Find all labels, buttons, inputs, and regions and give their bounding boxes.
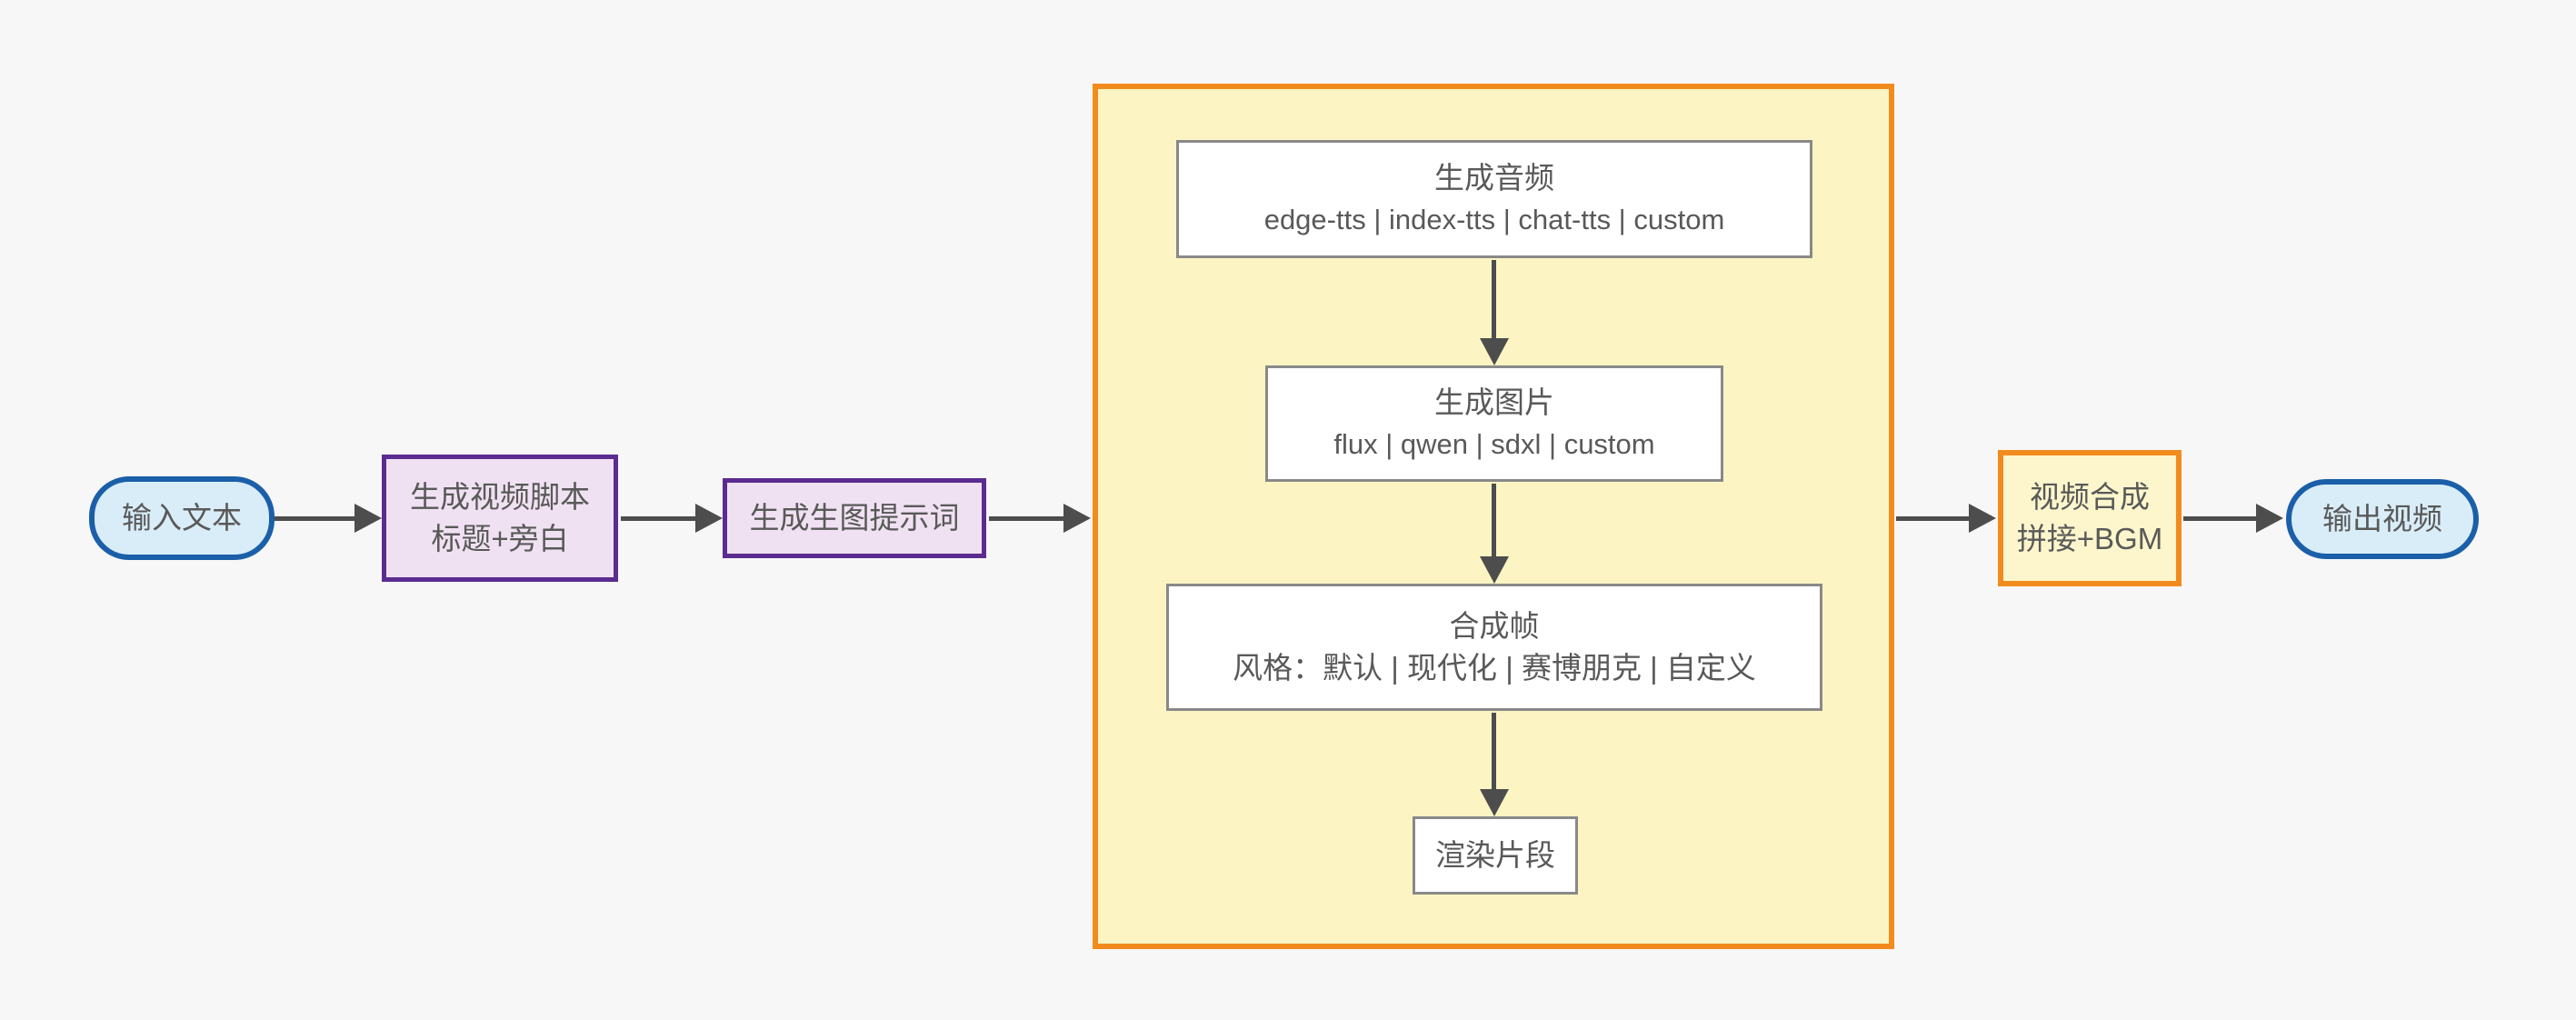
arrow-line (621, 516, 697, 521)
script-node-line1: 生成视频脚本 (410, 480, 590, 514)
audio-node-title: 生成音频 (1434, 161, 1554, 195)
image-node-title: 生成图片 (1434, 385, 1554, 419)
arrow-line (1896, 516, 1971, 521)
arrow-line (275, 516, 356, 521)
prompt-node-label: 生成生图提示词 (749, 501, 960, 535)
prompt-node: 生成生图提示词 (723, 478, 986, 558)
arrowhead-right-icon (695, 504, 723, 533)
image-node-models: flux | qwen | sdxl | custom (1333, 428, 1655, 460)
audio-node-engines: edge-tts | index-tts | chat-tts | custom (1263, 204, 1725, 235)
arrowhead-down-icon (1480, 338, 1509, 365)
arrow-line (1492, 484, 1496, 556)
frame-node: 合成帧 风格：默认 | 现代化 | 赛博朋克 | 自定义 (1166, 584, 1822, 711)
output-video-label: 输出视频 (2322, 502, 2442, 535)
frame-node-title: 合成帧 (1449, 609, 1540, 643)
render-node: 渲染片段 (1413, 816, 1578, 895)
frame-node-styles: 风格：默认 | 现代化 | 赛博朋克 | 自定义 (1233, 651, 1756, 685)
arrowhead-right-icon (2256, 504, 2283, 533)
arrowhead-right-icon (1063, 504, 1091, 533)
arrowhead-down-icon (1480, 789, 1509, 816)
script-node-line2: 标题+旁白 (431, 522, 569, 555)
render-node-label: 渲染片段 (1435, 838, 1555, 872)
arrow-line (989, 516, 1065, 521)
script-node: 生成视频脚本 标题+旁白 (382, 455, 618, 582)
input-text-label: 输入文本 (122, 501, 242, 535)
output-video-node: 输出视频 (2286, 479, 2479, 559)
arrowhead-right-icon (354, 504, 382, 533)
arrow-line (2183, 516, 2258, 521)
arrowhead-down-icon (1480, 556, 1509, 584)
compose-node: 视频合成 拼接+BGM (1998, 450, 2182, 586)
arrowhead-right-icon (1969, 504, 1996, 533)
image-node: 生成图片 flux | qwen | sdxl | custom (1265, 365, 1723, 482)
compose-node-line1: 视频合成 (2030, 480, 2150, 514)
compose-node-line2: 拼接+BGM (2016, 522, 2163, 555)
arrow-line (1492, 260, 1496, 338)
input-text-node: 输入文本 (89, 476, 275, 560)
audio-node: 生成音频 edge-tts | index-tts | chat-tts | c… (1176, 140, 1812, 258)
arrow-line (1492, 713, 1496, 789)
